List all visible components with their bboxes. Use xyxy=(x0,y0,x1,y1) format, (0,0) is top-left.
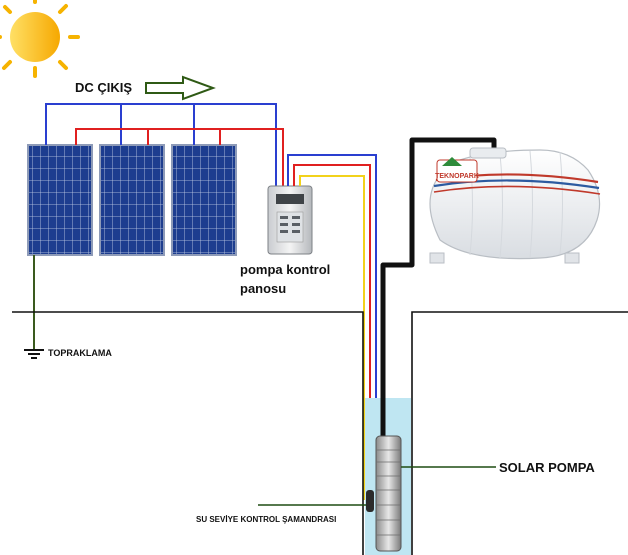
dc-output-label: DC ÇIKIŞ xyxy=(75,80,133,95)
pump-cables xyxy=(287,154,377,500)
water-tank: TEKNOPARK xyxy=(429,147,601,264)
solar-panel-3 xyxy=(171,144,237,256)
pump-control-label-line2: panosu xyxy=(240,281,287,296)
tank-brand-logo: TEKNOPARK xyxy=(435,173,479,180)
grounding-label: TOPRAKLAMA xyxy=(48,348,112,358)
sun-icon xyxy=(0,0,80,78)
solar-panel-1 xyxy=(27,144,93,256)
positive-wiring xyxy=(75,128,284,186)
pump-control-panel xyxy=(267,185,313,255)
level-float-label: SU SEVİYE KONTROL ŞAMANDRASI xyxy=(196,515,337,524)
solar-pump-unit xyxy=(375,435,402,552)
level-float xyxy=(366,490,374,512)
solar-pump-label: SOLAR POMPA xyxy=(499,460,595,475)
ground-symbol-icon xyxy=(24,349,44,359)
ground-surface xyxy=(12,311,628,555)
negative-wiring xyxy=(45,103,277,186)
solar-panel-2 xyxy=(99,144,165,256)
arrow-right-icon xyxy=(145,75,216,101)
pump-control-label-line1: pompa kontrol xyxy=(240,262,331,277)
delivery-pipe xyxy=(380,137,497,440)
